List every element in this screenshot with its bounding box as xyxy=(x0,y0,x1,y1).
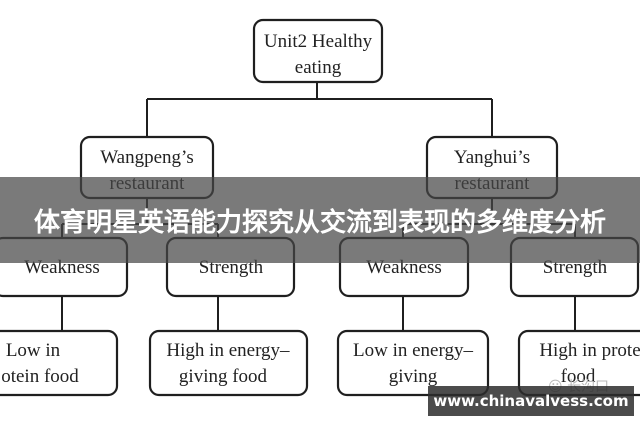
root-line2: eating xyxy=(295,57,342,78)
detail1-line1: Low in xyxy=(6,340,61,361)
root-node: Unit2 Healthy eating xyxy=(252,18,384,84)
left-branch-line1: Wangpeng’s xyxy=(100,147,193,168)
detail-node-1: Low in otein food xyxy=(0,329,119,397)
watermark-link[interactable]: www.chinavalvess.com xyxy=(428,386,634,416)
root-line1: Unit2 Healthy xyxy=(264,31,373,52)
detail2-line1: High in energy– xyxy=(166,340,290,361)
detail1-line2: otein food xyxy=(1,366,79,387)
title-banner: 体育明星英语能力探究从交流到表现的多维度分析 xyxy=(0,177,640,263)
detail4-line2: food xyxy=(561,366,596,387)
detail-node-3: Low in energy– giving xyxy=(336,329,490,397)
detail4-line1: High in prote xyxy=(539,340,640,361)
detail2-line2: giving food xyxy=(179,366,268,387)
banner-title: 体育明星英语能力探究从交流到表现的多维度分析 xyxy=(33,207,606,238)
detail-node-2: High in energy– giving food xyxy=(148,329,309,397)
right-branch-line1: Yanghui’s xyxy=(454,147,530,168)
watermark-url: www.chinavalvess.com xyxy=(433,392,629,410)
detail3-line1: Low in energy– xyxy=(353,340,473,361)
detail3-line2: giving xyxy=(389,366,438,387)
